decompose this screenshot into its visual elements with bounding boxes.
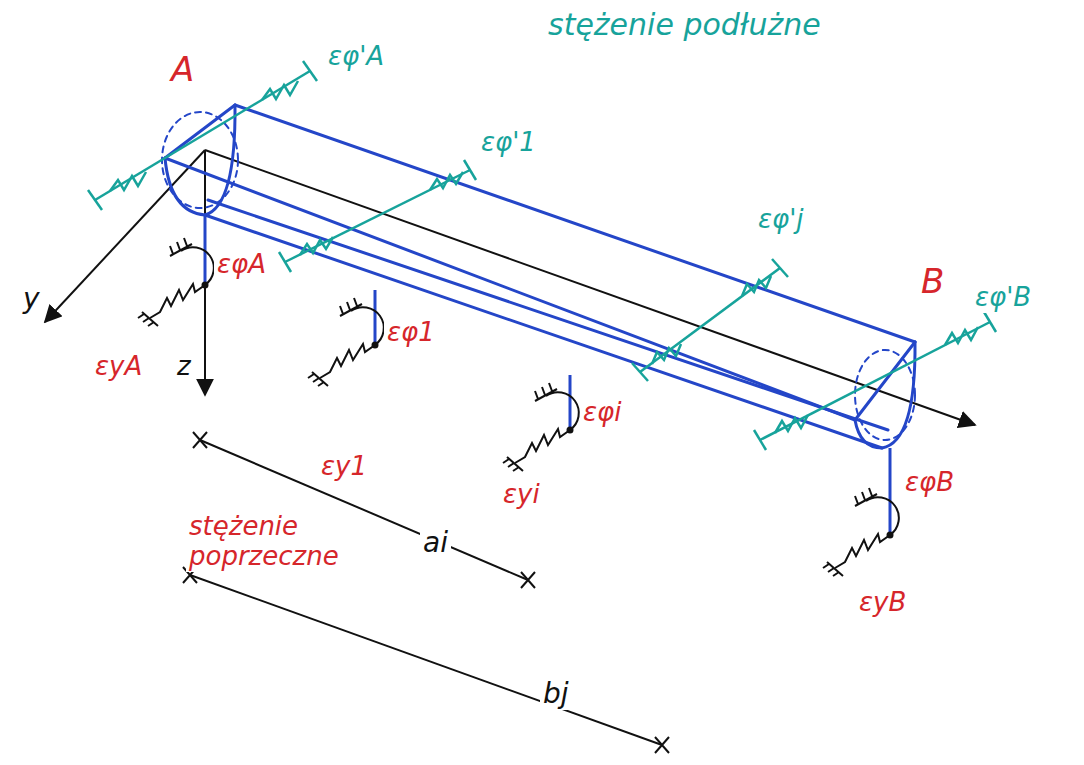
strain-label: εφA: [214, 250, 269, 280]
point-label: B: [918, 262, 947, 301]
point-label: A: [168, 50, 197, 89]
transverse-supports: [138, 215, 899, 576]
strain-label: εφ'B: [972, 283, 1034, 313]
strain-label: εy1: [318, 452, 370, 482]
strain-label: εφB: [902, 468, 957, 498]
bracing-title: stężenie podłużne: [545, 8, 824, 43]
strain-label: εyA: [92, 352, 145, 382]
strain-label: εφ'j: [755, 205, 807, 235]
axis-label: y: [20, 283, 43, 315]
strain-label: εφ1: [384, 318, 438, 348]
dimension-label: bj: [540, 678, 572, 710]
strain-label: εφ'1: [478, 128, 539, 158]
longitudinal-bracing: [88, 61, 996, 450]
strain-label: εφ'A: [325, 42, 387, 72]
beam: [162, 105, 915, 448]
strain-label: εφi: [580, 398, 624, 428]
axis-label: z: [174, 352, 194, 382]
strain-label: εyi: [500, 480, 543, 510]
dimension-lines: [183, 432, 669, 753]
dimension-label: ai: [420, 527, 451, 559]
strain-label: εyB: [856, 588, 909, 618]
bracing-note: stężenie poprzeczne: [186, 512, 362, 572]
axes: [45, 150, 975, 425]
